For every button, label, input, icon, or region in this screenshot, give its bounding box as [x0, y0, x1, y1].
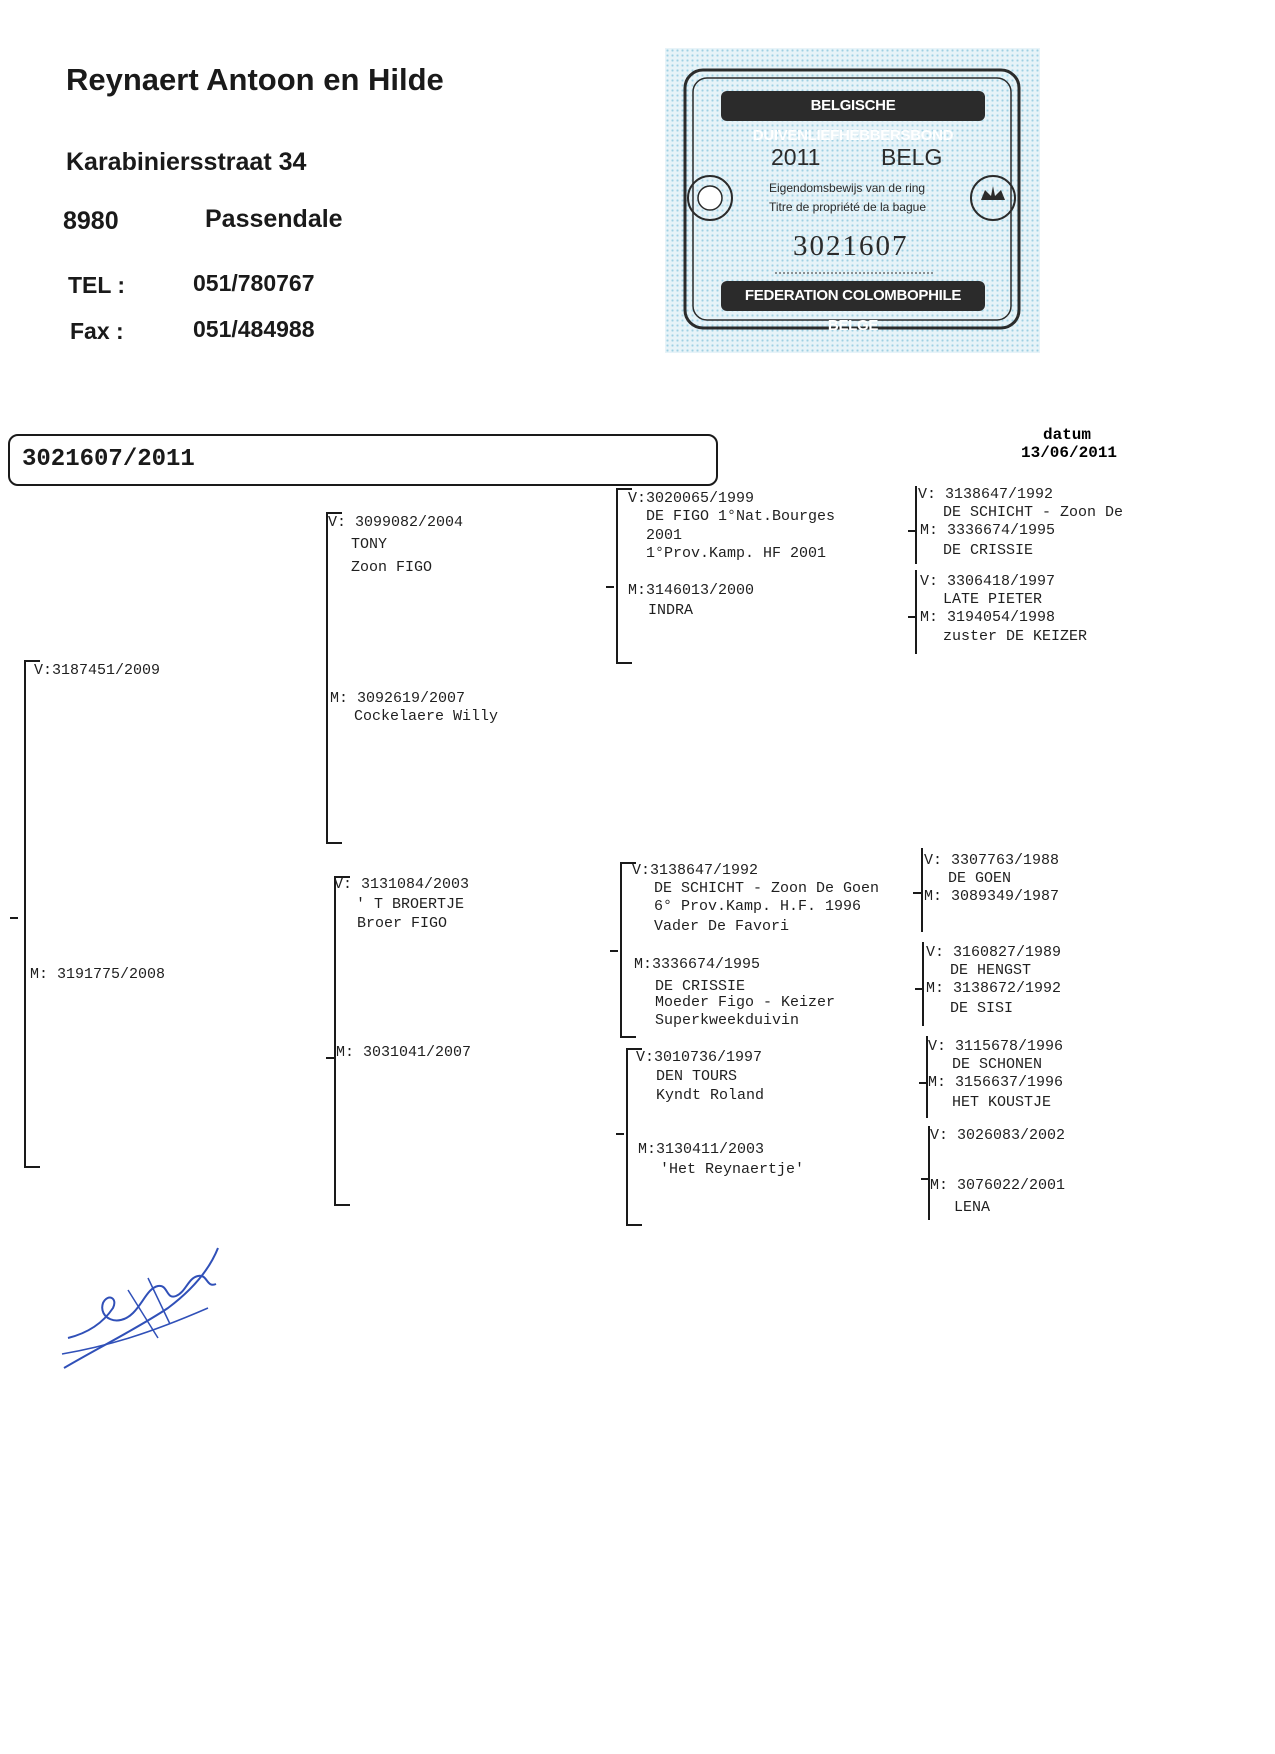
gen2-ff-line0: TONY [351, 536, 388, 553]
gen2-mf-ring: V: 3131084/2003 [334, 876, 470, 893]
gen3-mfm-line0: DE CRISSIE [655, 978, 746, 995]
tel-label: TEL : [68, 272, 126, 298]
date-label: datum [1043, 426, 1092, 444]
gen3-mm-tick [616, 1133, 624, 1135]
gen4-ffb-tick [908, 616, 916, 618]
certificate-ring-number: 3021607 [793, 230, 909, 262]
gen3-fff-line1: 2001 [646, 527, 683, 544]
gen4-mmb-line [928, 1126, 930, 1220]
gen4-ffff-ring: V: 3138647/1992 [918, 486, 1054, 503]
gen4-mmff-line0: DE SCHONEN [952, 1056, 1043, 1073]
gen2-mm-tick [326, 1057, 334, 1059]
certificate-year: 2011 [771, 144, 821, 170]
gen2-mother-bracket [334, 876, 350, 1206]
gen3-mmf-ring: V:3010736/1997 [636, 1049, 763, 1066]
gen4-mma-tick [919, 1082, 927, 1084]
gen4-ffmf-ring: V: 3306418/1997 [920, 573, 1056, 590]
gen4-mma-line [926, 1036, 928, 1118]
gen3-mm-bracket [626, 1048, 642, 1226]
date-value: 13/06/2011 [1021, 444, 1118, 462]
gen4-ffb-line [915, 570, 917, 654]
pedigree-id-box: 3021607/2011 [8, 434, 718, 486]
gen1-tick [10, 917, 18, 919]
owner-street: Karabiniersstraat 34 [66, 148, 307, 176]
certificate-top-banner: BELGISCHE DUIVENLIEFHEBBERSBOND [721, 91, 985, 144]
gen2-ff-line1: Zoon FIGO [351, 559, 433, 576]
certificate-bottom-banner: FEDERATION COLOMBOPHILE BELGE [721, 281, 985, 334]
gen4-mmfm-line0: HET KOUSTJE [952, 1094, 1052, 1111]
gen4-mfmf-ring: V: 3160827/1989 [926, 944, 1062, 961]
gen3-mfm-line1: Moeder Figo - Keizer [655, 994, 836, 1011]
gen2-ff-ring: V: 3099082/2004 [328, 514, 464, 531]
gen4-mmfm-ring: M: 3156637/1996 [928, 1074, 1064, 1091]
gen1-mother: M: 3191775/2008 [30, 966, 166, 983]
gen4-mfb-tick [915, 988, 923, 990]
gen4-ffff-line0: DE SCHICHT - Zoon De [943, 504, 1124, 521]
gen3-mfm-ring: M:3336674/1995 [634, 956, 761, 973]
owner-postcode: 8980 [63, 207, 119, 235]
fax-number: 051/484988 [193, 316, 315, 342]
fax-label: Fax : [70, 318, 124, 344]
certificate-country: BELG [881, 144, 943, 170]
gen4-mfmm-ring: M: 3138672/1992 [926, 980, 1062, 997]
gen4-mfff-ring: V: 3307763/1988 [924, 852, 1060, 869]
gen1-bracket [24, 660, 40, 1168]
owner-name: Reynaert Antoon en Hilde [66, 62, 444, 97]
gen3-mfm-line2: Superkweekduivin [655, 1012, 800, 1029]
owner-city: Passendale [205, 205, 343, 233]
gen4-mmb-tick [921, 1178, 929, 1180]
gen4-ffa-tick [908, 530, 916, 532]
gen2-fm-ring: M: 3092619/2007 [330, 690, 466, 707]
gen4-fffm-line0: DE CRISSIE [943, 542, 1034, 559]
gen3-mmf-line0: DEN TOURS [656, 1068, 738, 1085]
gen4-mffm-ring: M: 3089349/1987 [924, 888, 1060, 905]
gen3-fff-line2: 1°Prov.Kamp. HF 2001 [646, 545, 827, 562]
gen4-mfb-line [922, 942, 924, 1026]
gen3-mf-bracket [620, 862, 636, 1038]
gen3-ffm-line0: INDRA [648, 602, 694, 619]
gen3-mf-tick [610, 950, 618, 952]
gen4-mfff-line0: DE GOEN [948, 870, 1012, 887]
gen4-ffmm-ring: M: 3194054/1998 [920, 609, 1056, 626]
gen3-ffm-ring: M:3146013/2000 [628, 582, 755, 599]
gen3-mff-line1: 6° Prov.Kamp. H.F. 1996 [654, 898, 862, 915]
gen4-fffm-ring: M: 3336674/1995 [920, 522, 1056, 539]
gen4-ffmf-line0: LATE PIETER [943, 591, 1043, 608]
gen3-ff-bracket [616, 488, 632, 664]
gen4-mfa-line [921, 848, 923, 932]
gen2-fm-line0: Cockelaere Willy [354, 708, 499, 725]
gen3-mff-ring: V:3138647/1992 [632, 862, 759, 879]
gen3-mmm-ring: M:3130411/2003 [638, 1141, 765, 1158]
gen2-mf-line0: ' T BROERTJE [356, 896, 465, 913]
gen3-fff-ring: V:3020065/1999 [628, 490, 755, 507]
gen3-ff-tick [606, 586, 614, 588]
gen4-mfa-tick [913, 892, 921, 894]
gen1-father: V:3187451/2009 [34, 662, 161, 679]
gen3-mmm-line0: 'Het Reynaertje' [660, 1161, 805, 1178]
gen4-mmmm-line0: LENA [954, 1199, 991, 1216]
pedigree-id: 3021607/2011 [22, 446, 195, 473]
certificate-frame [683, 68, 1021, 330]
certificate-line-nl: Eigendomsbewijs van de ring [769, 181, 926, 195]
gen3-mmf-line1: Kyndt Roland [656, 1087, 765, 1104]
signature [61, 1247, 219, 1369]
gen2-father-bracket [326, 512, 342, 844]
ring-certificate: BELGISCHE DUIVENLIEFHEBBERSBOND 2011 BEL… [665, 48, 1040, 353]
gen4-mmmf-ring: V: 3026083/2002 [930, 1127, 1066, 1144]
gen4-ffa-line [915, 486, 917, 564]
gen3-mff-line2: Vader De Favori [654, 918, 790, 935]
certificate-line-fr: Titre de propriété de la bague [769, 200, 926, 214]
gen4-mmmm-ring: M: 3076022/2001 [930, 1177, 1066, 1194]
gen3-mff-line0: DE SCHICHT - Zoon De Goen [654, 880, 880, 897]
gen3-fff-line0: DE FIGO 1°Nat.Bourges [646, 508, 836, 525]
gen4-mfmm-line0: DE SISI [950, 1000, 1014, 1017]
gen4-mmff-ring: V: 3115678/1996 [928, 1038, 1064, 1055]
gen4-ffmm-line0: zuster DE KEIZER [943, 628, 1088, 645]
tel-number: 051/780767 [193, 270, 315, 296]
gen4-mfmf-line0: DE HENGST [950, 962, 1032, 979]
gen2-mf-line1: Broer FIGO [357, 915, 448, 932]
gen2-mm-ring: M: 3031041/2007 [336, 1044, 472, 1061]
